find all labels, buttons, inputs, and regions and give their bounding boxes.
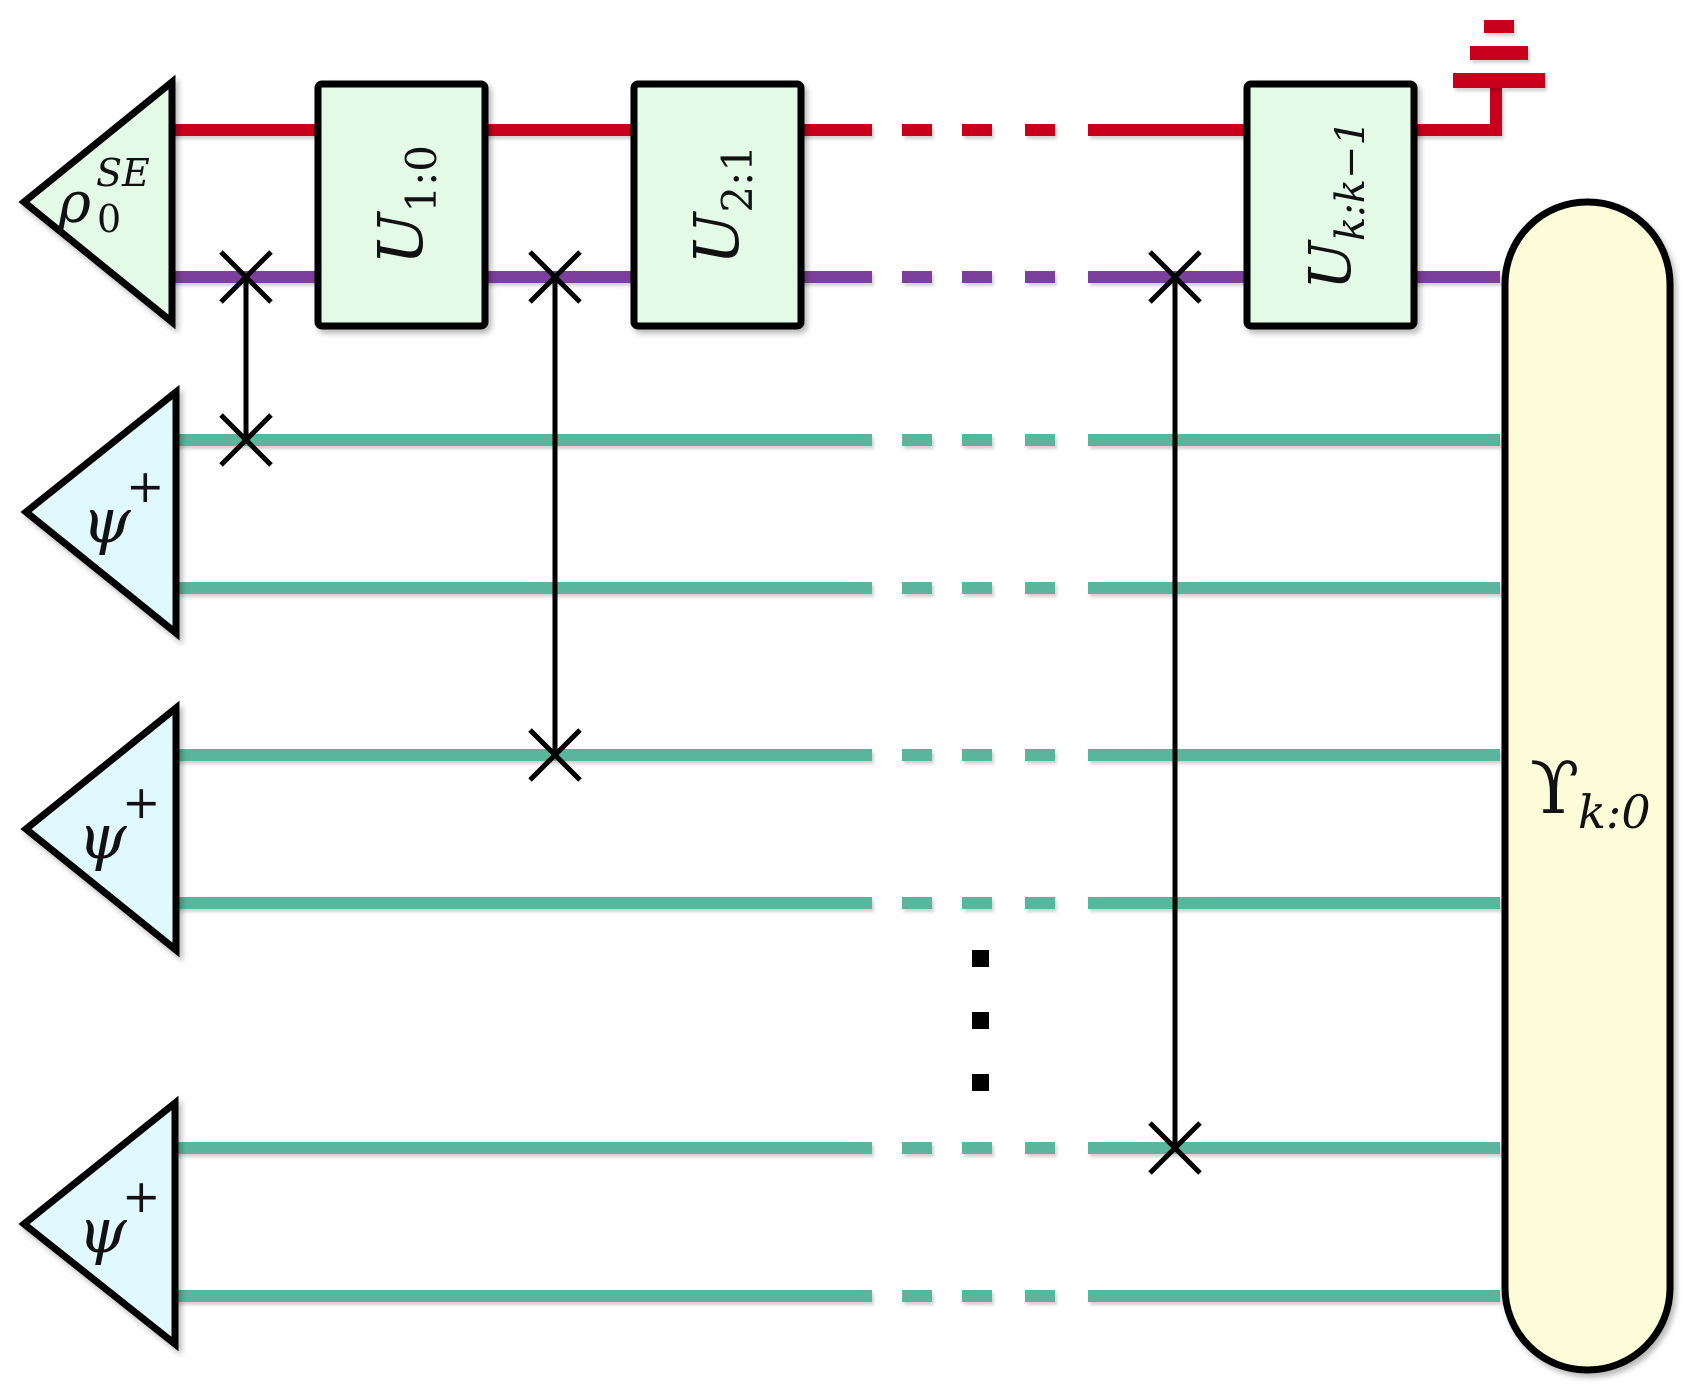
unitary-label-2: U2:1: [680, 145, 762, 265]
swap-cross-icon: [1148, 1121, 1202, 1175]
ancilla-state-1: ψ +: [20, 384, 180, 641]
ancilla-state-2: ψ +: [20, 700, 180, 958]
initial-state-label: ρ SE 0: [57, 151, 155, 241]
ancilla-state-label: ψ +: [78, 1169, 161, 1267]
swap-gate-k: [1148, 250, 1202, 1175]
unitary-gate-1: U1:0: [314, 80, 489, 330]
ancilla-state-3: ψ +: [18, 1095, 179, 1352]
swap-gate-2: [528, 250, 582, 782]
ancilla-state-label: ψ +: [82, 459, 165, 557]
unitary-gate-k: Uk:k−1: [1243, 80, 1418, 330]
process-tensor-label: ϒ k:0: [1530, 746, 1651, 839]
initial-state-triangle: ρ SE 0: [18, 74, 176, 330]
vertical-ellipsis: [972, 950, 989, 1091]
unitary-label-k: Uk:k−1: [1296, 120, 1374, 290]
swap-cross-icon: [219, 250, 273, 304]
ancilla-wires: [168, 434, 1500, 1302]
unitary-gate-2: U2:1: [630, 80, 805, 330]
swap-cross-icon: [528, 728, 582, 782]
swap-cross-icon: [1148, 250, 1202, 304]
swap-gates: [219, 250, 1202, 1175]
ancilla-state-label: ψ +: [78, 775, 161, 873]
swap-gate-1: [219, 250, 273, 467]
ground-trace-icon: [1453, 20, 1545, 88]
swap-cross-icon: [528, 250, 582, 304]
unitary-label-1: U1:0: [364, 145, 446, 265]
process-tensor-box: ϒ k:0: [1501, 198, 1674, 1374]
swap-cross-icon: [219, 413, 273, 467]
wires: [168, 88, 1502, 1302]
